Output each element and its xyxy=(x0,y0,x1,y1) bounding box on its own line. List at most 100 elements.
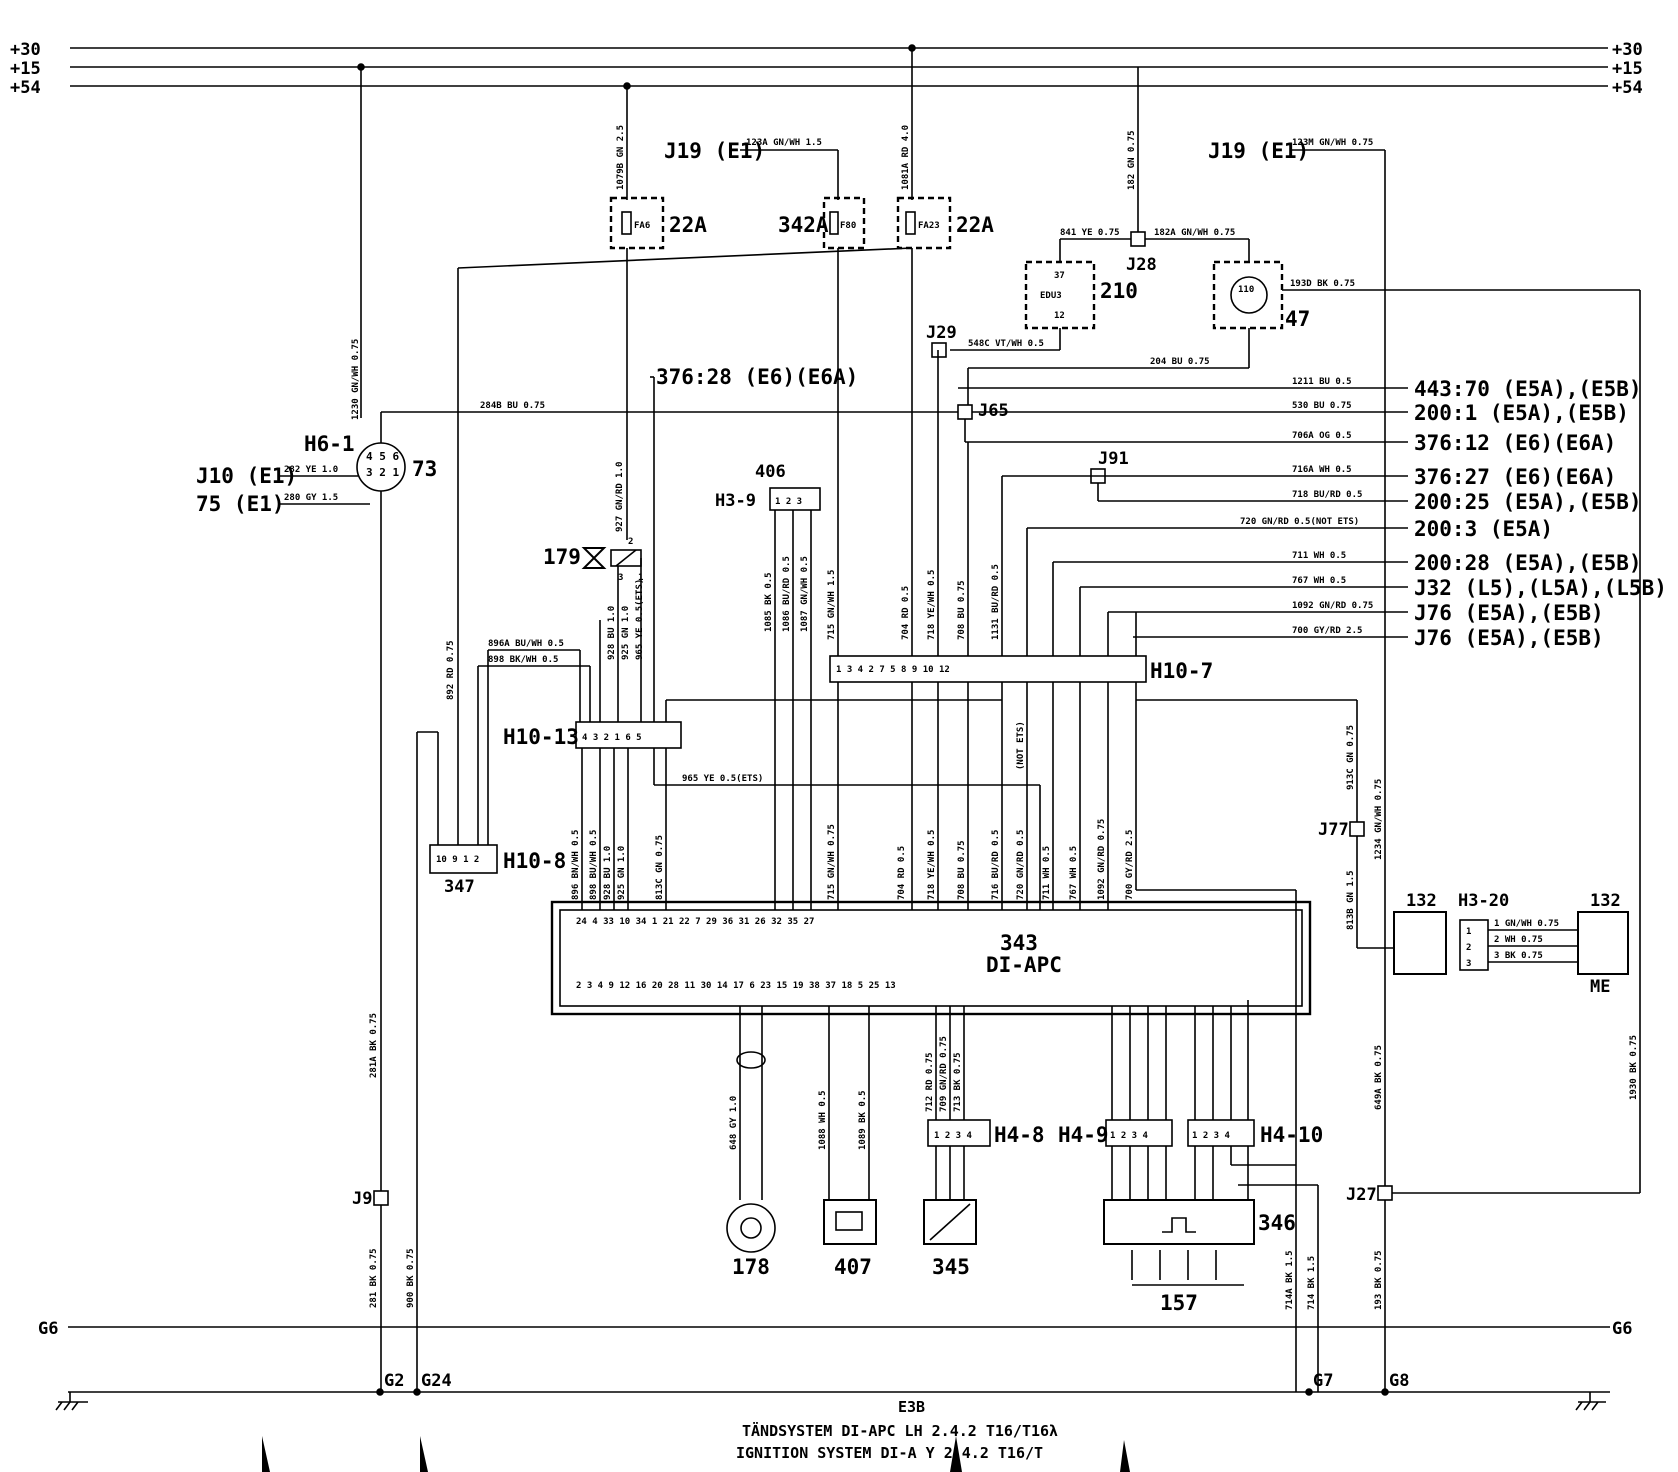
svg-text:2: 2 xyxy=(628,537,633,547)
label-210: 210 xyxy=(1100,279,1138,303)
svg-text:12: 12 xyxy=(1054,311,1065,321)
svg-text:716 BU/RD 0.5: 716 BU/RD 0.5 xyxy=(991,830,1001,900)
svg-text:713 BK 0.75: 713 BK 0.75 xyxy=(953,1052,963,1112)
junction-j9: J9 xyxy=(352,1189,372,1209)
title-block: E3B TÄNDSYSTEM DI-APC LH 2.4.2 T16/T16λ … xyxy=(262,1398,1130,1472)
wire-label: 2 WH 0.75 xyxy=(1494,935,1543,945)
junction-j65: J65 xyxy=(978,401,1009,421)
diapc-unit-343: 24 4 33 10 34 1 21 22 7 29 36 31 26 32 3… xyxy=(550,900,1312,1016)
ref-200-25: 200:25 (E5A),(E5B) xyxy=(1414,490,1642,514)
label-h6-1: H6-1 xyxy=(304,432,355,456)
label-h4-9: H4-9 xyxy=(1058,1123,1109,1147)
svg-text:928 BU 1.0: 928 BU 1.0 xyxy=(607,606,617,660)
svg-text:704 RD 0.5: 704 RD 0.5 xyxy=(901,586,911,640)
ground-icon xyxy=(1575,1392,1606,1411)
label-179: 179 xyxy=(543,545,581,569)
svg-text:718 YE/WH 0.5: 718 YE/WH 0.5 xyxy=(927,830,937,900)
wire-label: 898 BK/WH 0.5 xyxy=(488,655,558,665)
wire-label: 1088 WH 0.5 xyxy=(818,1090,828,1150)
junction-j27: J27 xyxy=(1346,1185,1377,1205)
connector-h10-7: 1 3 4 2 7 5 8 9 10 12 H10-7 704 RD 0.5 7… xyxy=(827,350,1297,1008)
title-line-1: TÄNDSYSTEM DI-APC LH 2.4.2 T16/T16λ xyxy=(742,1421,1058,1440)
label-132-left: 132 xyxy=(1406,891,1437,911)
label-me: ME xyxy=(1590,977,1610,997)
svg-text:1: 1 xyxy=(1466,927,1471,937)
svg-text:925 GN 1.0: 925 GN 1.0 xyxy=(621,606,631,660)
wire-label: 548C VT/WH 0.5 xyxy=(968,339,1044,349)
fuse-rating: 342A xyxy=(778,213,829,237)
svg-text:898 BU/WH 0.5: 898 BU/WH 0.5 xyxy=(589,830,599,900)
svg-text:709 GN/RD 0.75: 709 GN/RD 0.75 xyxy=(939,1036,949,1112)
label-132-right: 132 xyxy=(1590,891,1621,911)
rail-54-right: +54 xyxy=(1612,78,1643,98)
svg-text:1087 GN/WH 0.5: 1087 GN/WH 0.5 xyxy=(800,556,810,632)
svg-text:3: 3 xyxy=(618,573,623,583)
fuse-rating: 22A xyxy=(669,213,707,237)
ref-j76-b: J76 (E5A),(E5B) xyxy=(1414,626,1604,650)
wire-label: 649A BK 0.75 xyxy=(1374,1045,1384,1110)
svg-text:715 GN/WH 0.75: 715 GN/WH 0.75 xyxy=(827,824,837,900)
svg-text:2 3 4 9 12 16 20 28 1: 2 3 4 9 12 16 20 28 11 30 14 17 6 23 15 … xyxy=(576,981,896,991)
ground-rails: G6 G6 G2 G24 G7 G8 xyxy=(38,1319,1632,1411)
label-110: 110 xyxy=(1238,285,1254,295)
wire-label: 1081A RD 4.0 xyxy=(901,125,911,190)
svg-text:718 YE/WH 0.5: 718 YE/WH 0.5 xyxy=(927,570,937,640)
wire-label: 1211 BU 0.5 xyxy=(1292,377,1352,387)
wire-label: 1079B GN 2.5 xyxy=(616,125,626,190)
fuse-f80: J19 (E1) 123A GN/WH 1.5 F80 342A xyxy=(664,138,866,910)
wire-label: 123M GN/WH 0.75 xyxy=(1292,138,1373,148)
connector-73: 1230 GN/WH 0.75 4 5 6 3 2 1 73 H6-1 J10 … xyxy=(196,67,958,1392)
wire-label: 281A BK 0.75 xyxy=(369,1013,379,1078)
rail-15-right: +15 xyxy=(1612,59,1643,79)
right-refs: J65 J91 1211 BU 0.5 443:70 (E5A),(E5B) 5… xyxy=(957,377,1667,650)
sensor-47: 110 47 193D BK 0.75 1930 BK 0.75 204 BU … xyxy=(967,239,1641,1194)
ref-443: 443:70 (E5A),(E5B) xyxy=(1414,377,1642,401)
ground-g24: G24 xyxy=(421,1371,452,1391)
label-73: 73 xyxy=(412,457,437,481)
label-345: 345 xyxy=(932,1255,970,1279)
ref-200-1: 200:1 (E5A),(E5B) xyxy=(1414,401,1629,425)
junction-j77: J77 xyxy=(1318,820,1349,840)
edu-code: EDU3 xyxy=(1040,291,1062,301)
label-343: 343 xyxy=(1000,931,1038,955)
ref-75: 75 (E1) xyxy=(196,492,285,516)
ref-376-28: 376:28 (E6)(E6A) xyxy=(656,365,858,389)
wire-label: 193 BK 0.75 xyxy=(1374,1250,1384,1310)
fuse-code: FA6 xyxy=(634,221,650,231)
label-157: 157 xyxy=(1160,1291,1198,1315)
wire-label: 892 RD 0.75 xyxy=(446,640,456,700)
wire-label: 716A WH 0.5 xyxy=(1292,465,1352,475)
svg-text:708 BU 0.75: 708 BU 0.75 xyxy=(957,580,967,640)
sensor-345: 712 RD 0.75 709 GN/RD 0.75 713 BK 0.75 1… xyxy=(923,1006,1045,1279)
ground-g7: G7 xyxy=(1313,1371,1333,1391)
svg-text:4 5 6: 4 5 6 xyxy=(366,450,399,463)
label-178: 178 xyxy=(732,1255,770,1279)
svg-text:700 GY/RD 2.5: 700 GY/RD 2.5 xyxy=(1125,830,1135,900)
wire-label: 706A OG 0.5 xyxy=(1292,431,1352,441)
fuse-code: FA23 xyxy=(918,221,940,231)
wire-label: 1234 GN/WH 0.75 xyxy=(1374,779,1384,860)
wire-label: 284B BU 0.75 xyxy=(480,401,545,411)
connector-406: 406 1 2 3 H3-9 1085 BK 0.5 1086 BU/RD 0.… xyxy=(715,462,821,910)
junction-j91: J91 xyxy=(1098,449,1129,469)
wire-label: 1930 BK 0.75 xyxy=(1629,1035,1639,1100)
svg-text:37: 37 xyxy=(1054,271,1065,281)
knock-sensor-132: 913C GN 0.75 J77 813B GN 1.5 132 1 2 3 H… xyxy=(1136,699,1629,997)
rail-30-right: +30 xyxy=(1612,40,1643,60)
rail-30-left: +30 xyxy=(10,40,41,60)
svg-text:720 GN/RD 0.5: 720 GN/RD 0.5 xyxy=(1016,830,1026,900)
junction-j29: J29 xyxy=(926,323,957,343)
title-line-2: IGNITION SYSTEM DI-A Y 2.4.2 T16/T xyxy=(736,1444,1043,1462)
sensor-407: 1088 WH 0.5 1089 BK 0.5 407 xyxy=(818,1006,877,1279)
wire-label: 700 GY/RD 2.5 xyxy=(1292,626,1362,636)
ref-j32: J32 (L5),(L5A),(L5B) xyxy=(1414,576,1667,600)
svg-text:1 2 3 4: 1 2 3 4 xyxy=(1110,1131,1149,1141)
fuse-rating: 22A xyxy=(956,213,994,237)
wire-label: 182A GN/WH 0.75 xyxy=(1154,228,1235,238)
wire-label: 813C GN 0.75 xyxy=(655,835,665,900)
diagram-code: E3B xyxy=(898,1398,925,1416)
wire-label: 913C GN 0.75 xyxy=(1346,725,1356,790)
rail-g6-right: G6 xyxy=(1612,1319,1632,1339)
wire-label: 1 GN/WH 0.75 xyxy=(1494,919,1559,929)
ref-j19-left: J19 (E1) xyxy=(664,139,765,163)
